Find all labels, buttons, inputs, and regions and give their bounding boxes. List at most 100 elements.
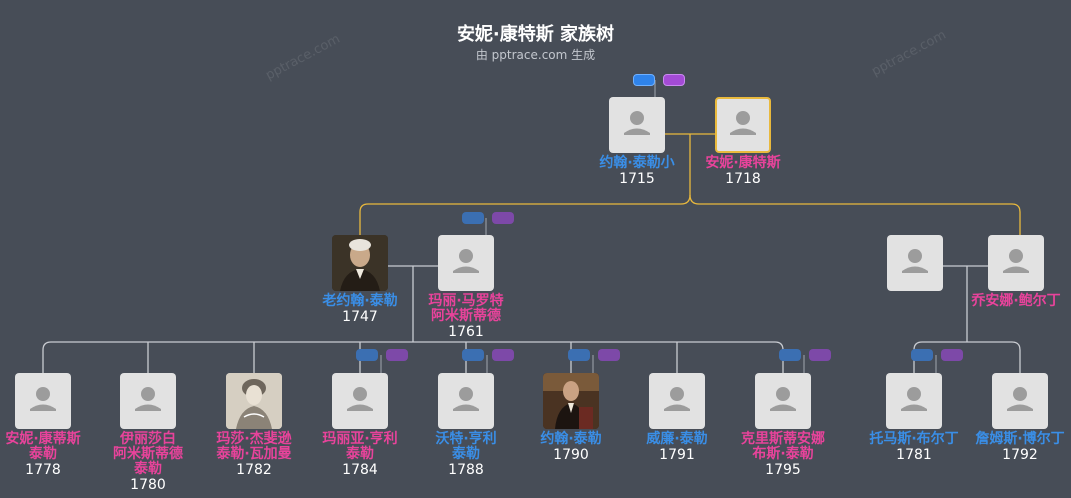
person-name: 威廉·泰勒	[646, 431, 708, 447]
person-card[interactable]: 玛丽·马罗特 阿米斯蒂德 1761	[411, 235, 521, 341]
expand-spouse-button[interactable]	[462, 349, 484, 361]
person-birth-year: 1782	[236, 462, 272, 478]
avatar	[992, 373, 1048, 429]
person-card[interactable]: 克里斯蒂安娜 布斯·泰勒 1795	[728, 373, 838, 479]
person-name: 托马斯·布尔丁	[869, 431, 959, 447]
person-birth-year: 1784	[342, 462, 378, 478]
person-name: 乔安娜·鲍尔丁	[971, 293, 1061, 309]
person-placeholder-icon	[135, 387, 161, 411]
descent-line	[689, 194, 1021, 236]
portrait-photo	[332, 235, 388, 291]
person-card[interactable]: 玛丽亚·亨利 泰勒 1784	[305, 373, 415, 479]
pill-connector	[380, 80, 937, 374]
expand-mother-button[interactable]	[663, 74, 685, 86]
avatar	[649, 373, 705, 429]
avatar	[120, 373, 176, 429]
person-name: 伊丽莎白 阿米斯蒂德 泰勒	[113, 431, 183, 477]
expand-spouse-button[interactable]	[779, 349, 801, 361]
person-placeholder-icon	[901, 387, 927, 411]
avatar	[755, 373, 811, 429]
person-birth-year: 1795	[765, 462, 801, 478]
expand-spouse-button[interactable]	[568, 349, 590, 361]
person-placeholder-icon	[770, 387, 796, 411]
page-title: 安妮·康特斯 家族树	[456, 24, 615, 45]
person-birth-year: 1792	[1002, 447, 1038, 463]
person-placeholder-icon	[902, 249, 928, 273]
expand-spouse-button[interactable]	[356, 349, 378, 361]
page-subtitle: 由 pptrace.com 生成	[475, 48, 596, 62]
expand-spouse-button[interactable]	[809, 349, 831, 361]
person-birth-year: 1761	[448, 324, 484, 340]
person-name: 老约翰·泰勒	[322, 293, 398, 309]
avatar	[988, 235, 1044, 291]
person-placeholder-icon	[453, 249, 479, 273]
person-name: 克里斯蒂安娜 布斯·泰勒	[741, 431, 825, 462]
portrait-icon	[332, 235, 388, 291]
person-name: 玛莎·杰斐逊 泰勒·瓦加曼	[216, 431, 292, 462]
expand-father-button[interactable]	[633, 74, 655, 86]
children-bar	[42, 341, 784, 374]
avatar	[15, 373, 71, 429]
expand-spouse-button[interactable]	[386, 349, 408, 361]
person-name: 玛丽亚·亨利 泰勒	[322, 431, 398, 462]
person-card[interactable]: 伊丽莎白 阿米斯蒂德 泰勒 1780	[93, 373, 203, 494]
person-birth-year: 1778	[25, 462, 61, 478]
person-card[interactable]: 老约翰·泰勒 1747	[305, 235, 415, 326]
descent-line	[359, 134, 691, 236]
portrait-photo	[226, 373, 282, 429]
person-card[interactable]: 威廉·泰勒 1791	[622, 373, 732, 464]
person-name: 詹姆斯·博尔丁	[975, 431, 1065, 447]
person-placeholder-icon	[1003, 249, 1029, 273]
expand-spouse-button[interactable]	[941, 349, 963, 361]
person-card[interactable]: 詹姆斯·博尔丁 1792	[965, 373, 1071, 464]
avatar	[887, 235, 943, 291]
person-placeholder-icon	[624, 111, 650, 135]
person-placeholder-icon	[453, 387, 479, 411]
person-placeholder-icon	[1007, 387, 1033, 411]
person-birth-year: 1718	[725, 171, 761, 187]
person-name: 安妮·康特斯	[705, 155, 781, 171]
person-placeholder-icon	[30, 387, 56, 411]
person-placeholder-icon	[664, 387, 690, 411]
person-birth-year: 1791	[659, 447, 695, 463]
person-card[interactable]	[860, 235, 970, 291]
portrait-icon	[543, 373, 599, 429]
person-card[interactable]: 托马斯·布尔丁 1781	[859, 373, 969, 464]
person-card[interactable]: 沃特·亨利 泰勒 1788	[411, 373, 521, 479]
avatar	[715, 97, 771, 153]
person-card[interactable]: 安妮·康特斯 1718	[688, 97, 798, 188]
portrait-photo	[543, 373, 599, 429]
person-birth-year: 1790	[553, 447, 589, 463]
portrait-icon	[226, 373, 282, 429]
person-card[interactable]: 安妮·康蒂斯 泰勒 1778	[0, 373, 98, 479]
person-name: 安妮·康蒂斯 泰勒	[5, 431, 81, 462]
children-bar	[913, 341, 1021, 374]
avatar	[438, 373, 494, 429]
expand-spouse-button[interactable]	[911, 349, 933, 361]
person-name: 玛丽·马罗特 阿米斯蒂德	[428, 293, 504, 324]
person-card[interactable]: 约翰·泰勒 1790	[516, 373, 626, 464]
avatar	[438, 235, 494, 291]
expand-mother-button[interactable]	[492, 212, 514, 224]
person-birth-year: 1788	[448, 462, 484, 478]
person-card[interactable]: 玛莎·杰斐逊 泰勒·瓦加曼 1782	[199, 373, 309, 479]
avatar	[886, 373, 942, 429]
expand-spouse-button[interactable]	[598, 349, 620, 361]
person-placeholder-icon	[730, 111, 756, 135]
person-birth-year: 1715	[619, 171, 655, 187]
avatar	[332, 373, 388, 429]
person-placeholder-icon	[347, 387, 373, 411]
expand-spouse-button[interactable]	[492, 349, 514, 361]
expand-father-button[interactable]	[462, 212, 484, 224]
person-card[interactable]: 约翰·泰勒小 1715	[582, 97, 692, 188]
person-birth-year: 1780	[130, 477, 166, 493]
person-card[interactable]: 乔安娜·鲍尔丁	[961, 235, 1071, 309]
avatar	[609, 97, 665, 153]
person-name: 约翰·泰勒小	[599, 155, 675, 171]
person-name: 约翰·泰勒	[540, 431, 602, 447]
person-birth-year: 1747	[342, 309, 378, 325]
person-name: 沃特·亨利 泰勒	[435, 431, 497, 462]
person-birth-year: 1781	[896, 447, 932, 463]
